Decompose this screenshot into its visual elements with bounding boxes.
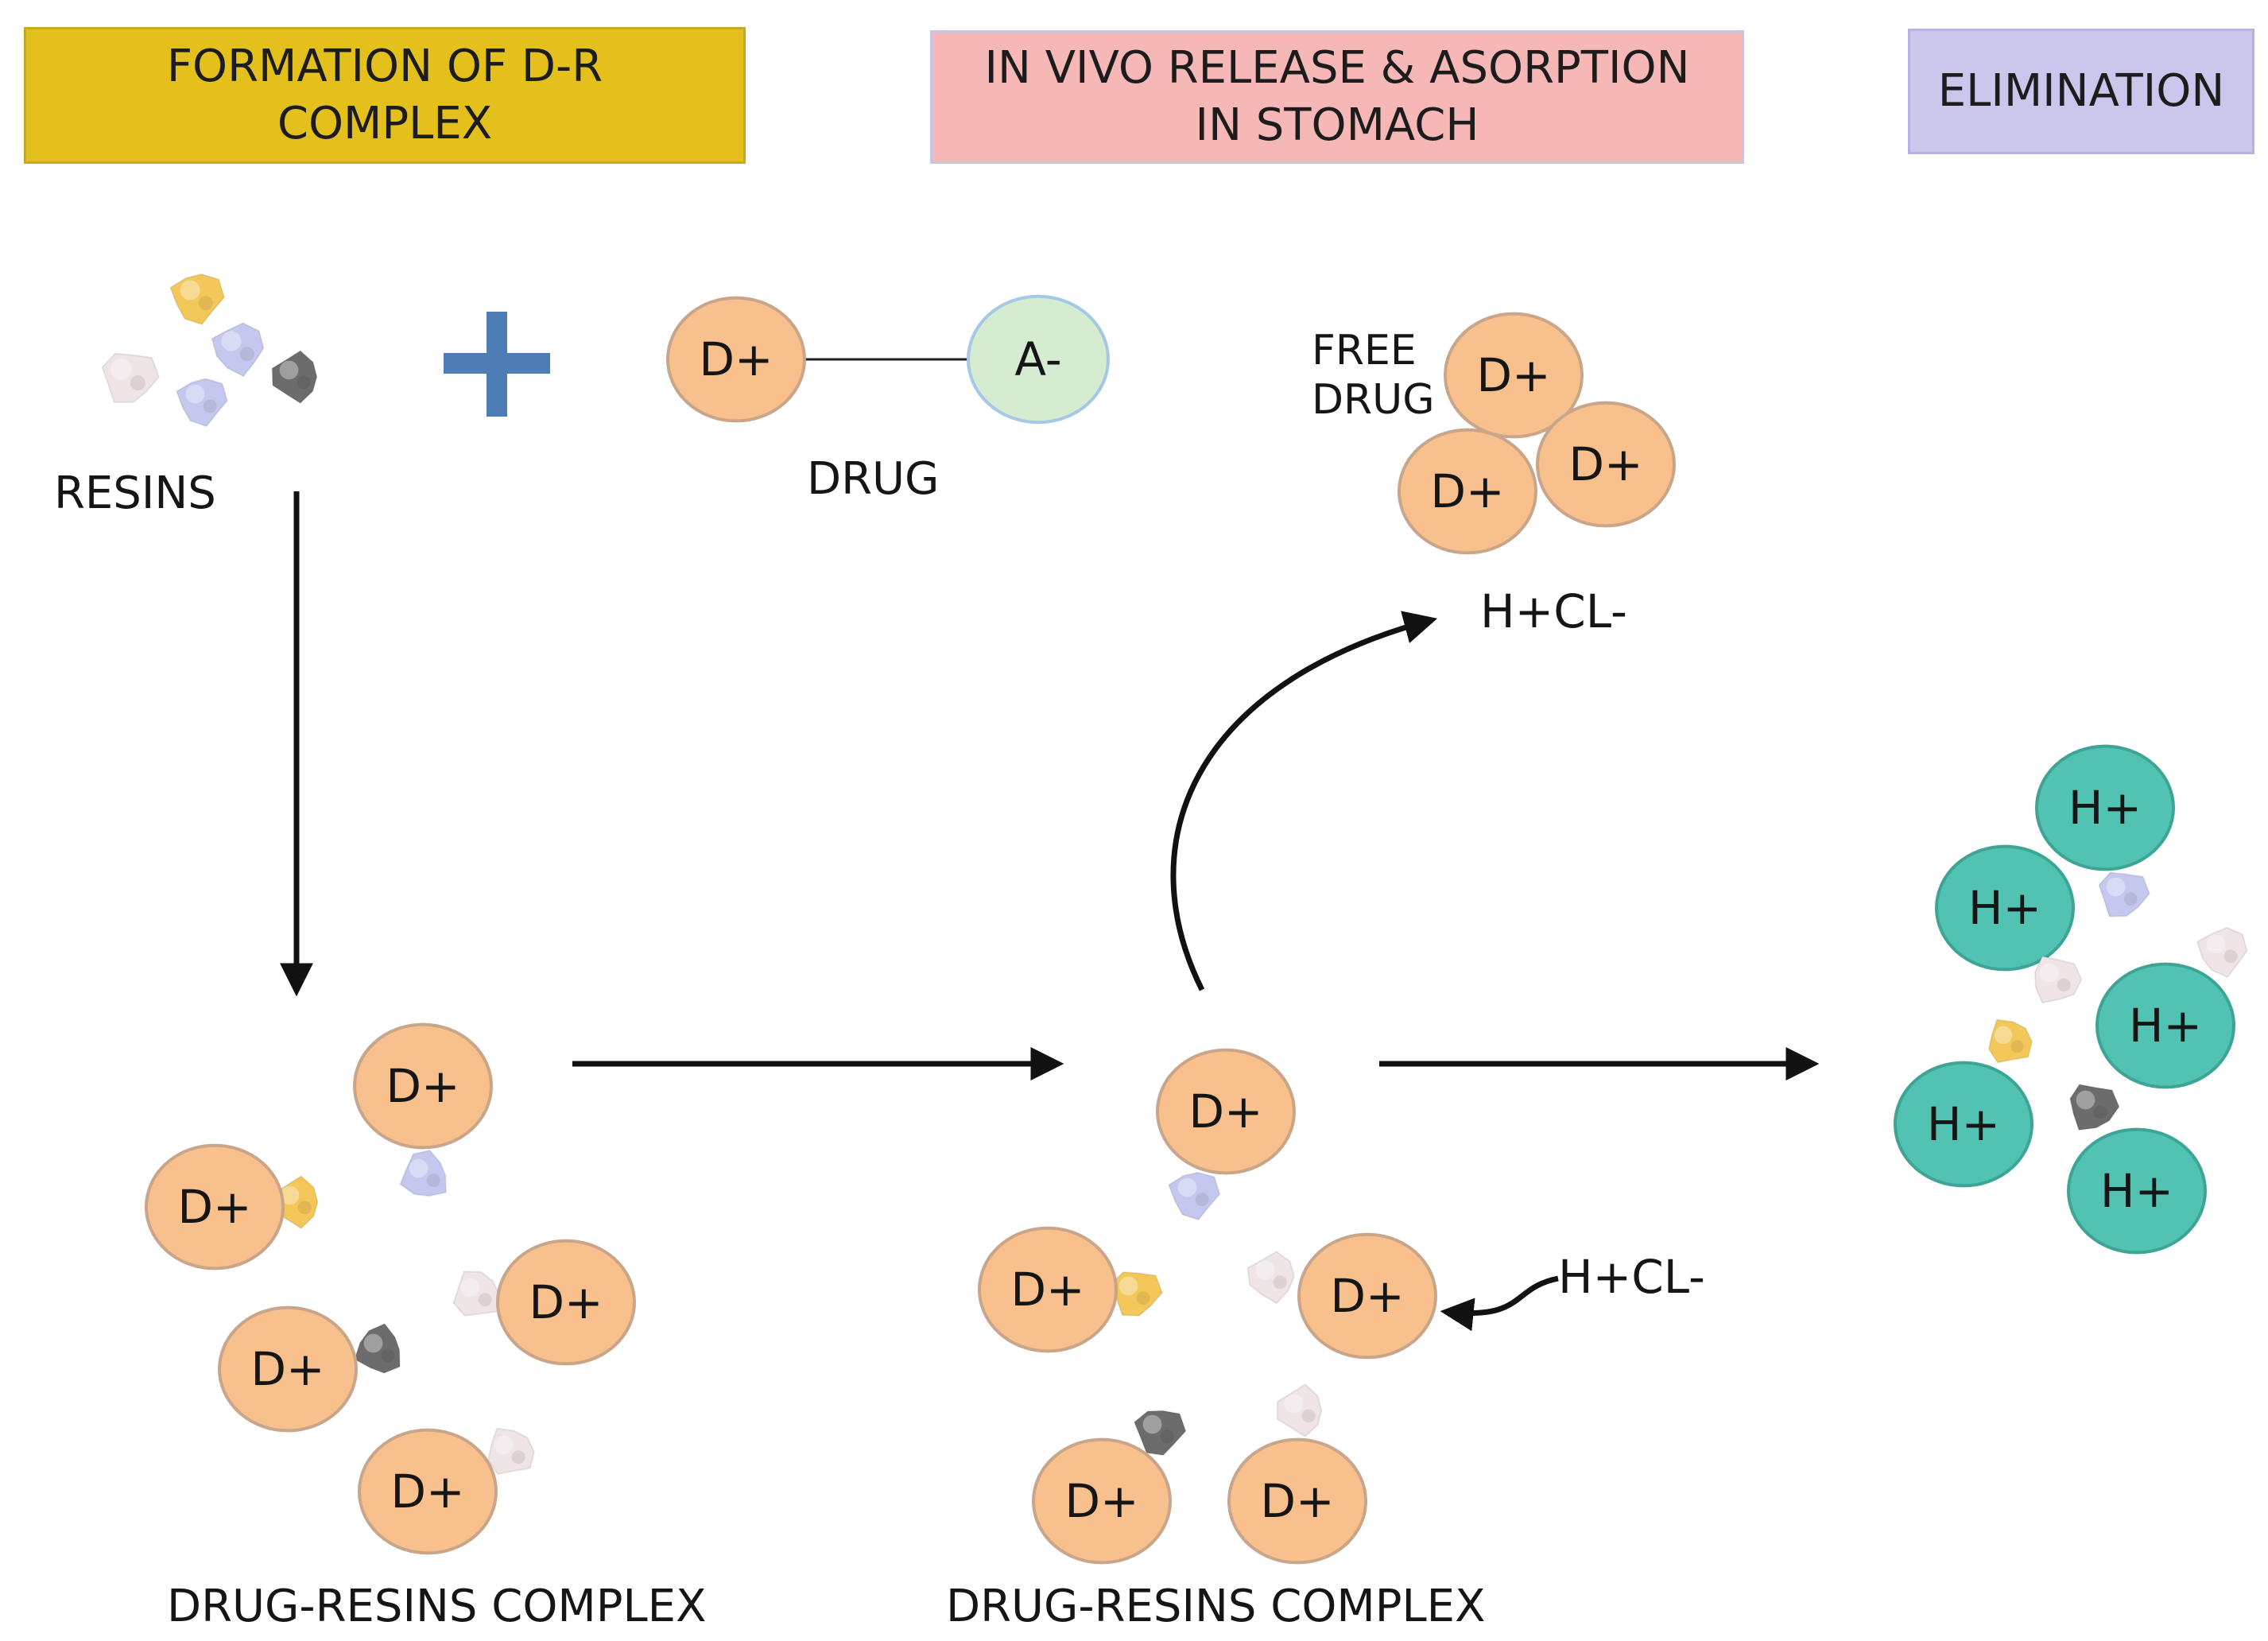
complex-left-d4-label: D+ [250, 1342, 324, 1396]
free-drug-2-label: D+ [1568, 437, 1642, 491]
free-drug-1: D+ [1444, 312, 1584, 439]
complex-left-d1: D+ [353, 1022, 493, 1150]
complex-mid-d5: D+ [1227, 1437, 1367, 1565]
complex-mid-resin-5 [1276, 1383, 1323, 1437]
elim-h3-label: H+ [2129, 999, 2202, 1053]
free-drug-label: FREE DRUG [1312, 327, 1435, 424]
header-elimination: ELIMINATION [1908, 29, 2254, 154]
elim-h2: H+ [1935, 844, 2075, 972]
header-release-text: IN VIVO RELEASE & ASORPTION IN STOMACH [984, 42, 1690, 151]
complex-mid-d4-label: D+ [1064, 1474, 1138, 1528]
header-elimination-text: ELIMINATION [1937, 65, 2225, 117]
complex-mid-d2-label: D+ [1010, 1263, 1084, 1317]
complex-mid-d1: D+ [1156, 1048, 1296, 1175]
elim-h1: H+ [2035, 744, 2175, 871]
complex-left-resin-3 [452, 1271, 500, 1317]
resins-label: RESINS [54, 467, 216, 519]
hcl-top-label: H+CL- [1480, 584, 1627, 638]
elim-resin-2 [2196, 926, 2248, 979]
elim-h5: H+ [2067, 1127, 2207, 1255]
arrow-hcl-incoming [1440, 1275, 1559, 1332]
free-drug-3: D+ [1398, 428, 1537, 555]
resin-lilac [211, 322, 265, 378]
drug-label: DRUG [807, 453, 940, 505]
elim-h5-label: H+ [2100, 1164, 2173, 1218]
complex-mid-resin-3 [1246, 1251, 1295, 1305]
complex-mid-d3-label: D+ [1330, 1269, 1404, 1323]
elim-resin-4 [1987, 1018, 2033, 1064]
plus-icon [444, 312, 550, 417]
free-drug-3-label: D+ [1430, 464, 1504, 518]
header-formation-text: FORMATION OF D-R COMPLEX [166, 41, 603, 149]
complex-left-d2-label: D+ [177, 1180, 251, 1234]
elim-h4: H+ [1894, 1061, 2033, 1188]
elim-h1-label: H+ [2068, 781, 2142, 835]
drug-anion: A- [967, 294, 1110, 425]
free-drug-2: D+ [1536, 401, 1676, 528]
elim-resin-3 [2034, 955, 2083, 1004]
complex-left-resin-4 [354, 1323, 401, 1374]
header-formation: FORMATION OF D-R COMPLEX [24, 27, 746, 164]
resin-gray [271, 350, 318, 404]
resin-pink [101, 352, 160, 403]
complex-mid-resin-1 [1168, 1171, 1221, 1221]
elim-resin-5 [2069, 1084, 2120, 1131]
complex-left-d2: D+ [145, 1143, 285, 1271]
complex-left-d3: D+ [496, 1239, 636, 1366]
complex-mid-d5-label: D+ [1260, 1474, 1334, 1528]
complex-left-d5: D+ [358, 1428, 498, 1555]
complex-mid-label: DRUG-RESINS COMPLEX [946, 1581, 1486, 1632]
complex-left-resin-2 [272, 1175, 319, 1229]
complex-mid-d2: D+ [978, 1226, 1118, 1353]
complex-mid-d3: D+ [1297, 1232, 1437, 1360]
free-drug-1-label: D+ [1476, 348, 1550, 402]
resin-lilac-2 [176, 378, 228, 428]
resin-yellow [169, 273, 226, 325]
elim-h2-label: H+ [1968, 881, 2041, 935]
complex-left-d5-label: D+ [390, 1464, 464, 1519]
complex-left-d4: D+ [218, 1305, 358, 1433]
complex-left-resin-5 [487, 1427, 535, 1476]
elim-h4-label: H+ [1927, 1097, 2000, 1151]
complex-left-d3-label: D+ [529, 1275, 603, 1329]
hcl-mid-label: H+CL- [1558, 1250, 1705, 1304]
drug-cation-label: D+ [699, 332, 773, 386]
elim-h3: H+ [2095, 962, 2235, 1089]
header-release: IN VIVO RELEASE & ASORPTION IN STOMACH [930, 30, 1744, 164]
drug-cation: D+ [666, 296, 806, 423]
complex-left-d1-label: D+ [386, 1059, 459, 1113]
complex-left-resin-1 [399, 1149, 447, 1197]
drug-anion-label: A- [1014, 332, 1061, 386]
complex-mid-d1-label: D+ [1188, 1084, 1262, 1139]
arrow-curve-free-drug [1170, 611, 1438, 991]
elim-resin-1 [2098, 871, 2150, 917]
complex-mid-resin-4 [1133, 1410, 1187, 1457]
complex-mid-d4: D+ [1032, 1437, 1172, 1565]
complex-left-label: DRUG-RESINS COMPLEX [167, 1581, 707, 1632]
complex-mid-resin-2 [1110, 1271, 1163, 1317]
